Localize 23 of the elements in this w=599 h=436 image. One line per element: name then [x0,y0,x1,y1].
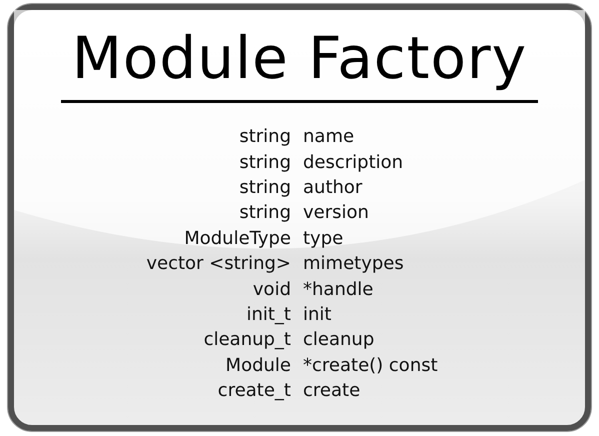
field-name-text: mimetypes [303,252,404,276]
field-name-text: *create() const [303,354,438,378]
field-name-text: author [303,176,362,200]
type-text: string [239,125,291,150]
field-name-text: create [303,379,360,404]
field-name-text: init [303,302,332,327]
field-name-text: type [303,226,344,251]
type-text: init_t [246,302,291,327]
field-name-text: name [303,125,354,150]
type-text: void [252,278,291,302]
field-name-text: version [303,201,369,226]
type-text: cleanup_t [204,328,291,352]
type-text: string [239,201,291,226]
type-text: string [239,176,291,200]
type-text: create_t [218,379,291,404]
type-text: vector <string> [146,252,291,276]
title: Module Factory [61,18,538,103]
type-text: ModuleType [184,226,291,251]
type-text: Module [226,354,291,378]
field-name-text: *handle [303,278,374,302]
field-name-text: cleanup [303,328,374,352]
type-text: string [239,150,291,175]
field-name-text: description [303,150,404,175]
